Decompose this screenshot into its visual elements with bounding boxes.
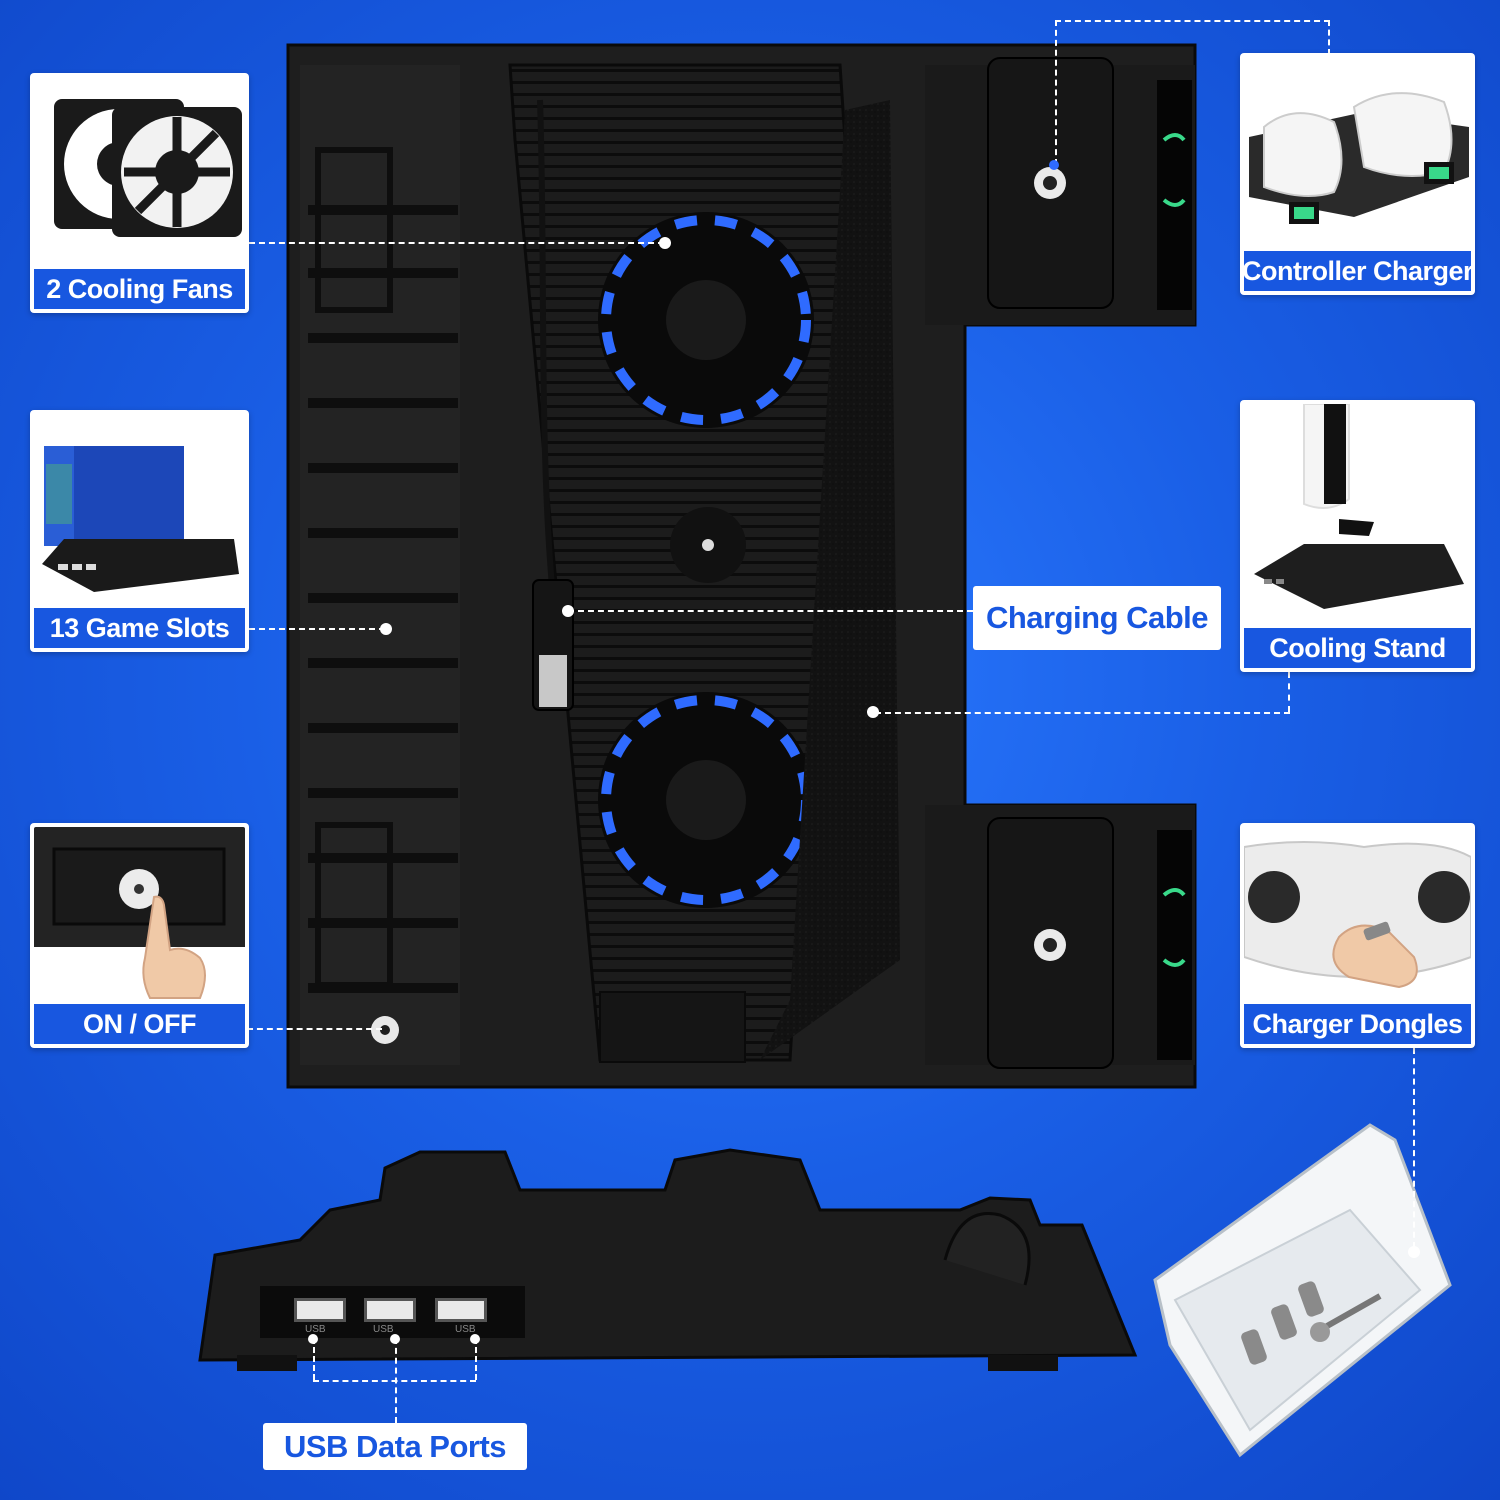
connector-usb-2 (395, 1338, 397, 1423)
card-on-off: ON / OFF (30, 823, 249, 1048)
connector-game-slots (249, 628, 385, 630)
connector-cooling-fans (249, 242, 664, 244)
connector-cooling-stand-v (1288, 672, 1290, 712)
connector-usb-1 (313, 1338, 315, 1380)
card-cooling-stand: Cooling Stand (1240, 400, 1475, 672)
usb-port-2 (364, 1298, 416, 1322)
fan-top (598, 212, 814, 428)
marker-cooling-fans (659, 237, 671, 249)
connector-on-off (247, 1028, 382, 1030)
card-controller-charger: Controller Charger (1240, 53, 1475, 295)
marker-game-slots (380, 623, 392, 635)
label-charger-dongles: Charger Dongles (1244, 1004, 1471, 1044)
usb-label-2: USB (373, 1324, 394, 1335)
usb-port-3 (435, 1298, 487, 1322)
marker-charger-dongles (1408, 1246, 1420, 1258)
connector-controller-charger-v (1055, 20, 1057, 165)
marker-usb-2 (390, 1334, 400, 1344)
label-game-slots: 13 Game Slots (34, 608, 245, 648)
connector-usb-h (313, 1380, 476, 1382)
connector-cooling-stand-h (875, 712, 1290, 714)
label-cooling-stand: Cooling Stand (1244, 628, 1471, 668)
marker-usb-1 (308, 1334, 318, 1344)
on-off-image (34, 827, 245, 1000)
marker-charging-cable (562, 605, 574, 617)
usb-port-1 (294, 1298, 346, 1322)
controller-charger-image (1244, 57, 1471, 247)
label-cooling-fans: 2 Cooling Fans (34, 269, 245, 309)
connector-usb-3 (475, 1338, 477, 1380)
cooling-fans-image (34, 77, 245, 265)
cooling-stand-image (1244, 404, 1471, 624)
connector-controller-charger-h (1055, 20, 1330, 22)
game-slots-image (34, 414, 245, 604)
marker-usb-3 (470, 1334, 480, 1344)
usb-label-3: USB (455, 1324, 476, 1335)
card-cooling-fans: 2 Cooling Fans (30, 73, 249, 313)
card-game-slots: 13 Game Slots (30, 410, 249, 652)
connector-charging-cable (568, 610, 973, 612)
callout-usb-data-ports: USB Data Ports (263, 1423, 527, 1470)
label-on-off: ON / OFF (34, 1004, 245, 1044)
charger-dongles-image (1244, 827, 1471, 1000)
marker-cooling-stand (867, 706, 879, 718)
connector-controller-charger-v2 (1328, 20, 1330, 55)
callout-charging-cable: Charging Cable (973, 586, 1221, 650)
label-controller-charger: Controller Charger (1242, 251, 1474, 291)
connector-charger-dongles (1413, 1048, 1415, 1248)
usb-label-1: USB (305, 1324, 326, 1335)
card-charger-dongles: Charger Dongles (1240, 823, 1475, 1048)
marker-controller-charger (1049, 160, 1059, 170)
